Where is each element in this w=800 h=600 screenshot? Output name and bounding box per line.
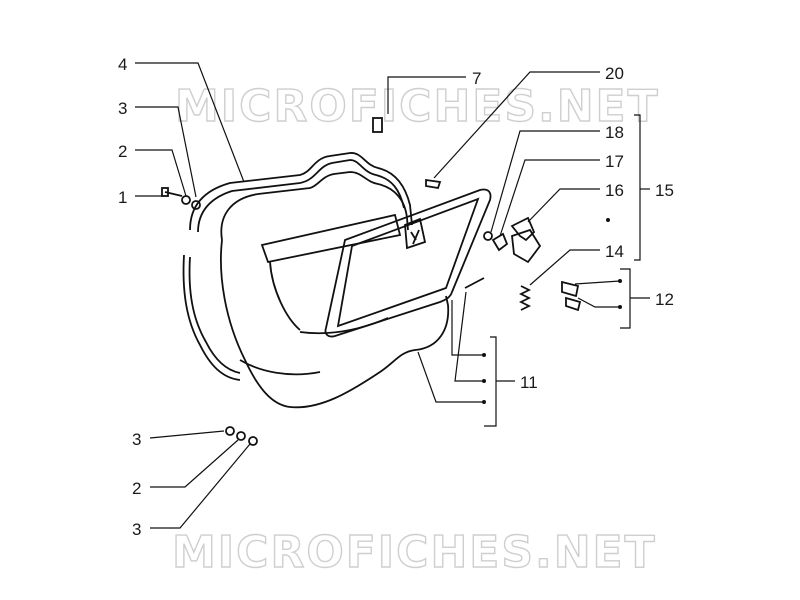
callout-11: 11 (520, 373, 538, 392)
screw-1 (161, 187, 183, 197)
clip-7 (372, 117, 383, 133)
callout-3-lower: 3 (132, 430, 141, 449)
callout-12: 12 (655, 290, 674, 309)
key-top (561, 280, 580, 298)
callout-2-lower: 2 (132, 479, 141, 498)
callout-2-top: 2 (118, 142, 127, 161)
washer-2-top (181, 195, 191, 205)
washer-2-lower (236, 431, 246, 441)
leader-lines (135, 62, 650, 529)
watermark-bottom: MICROFICHES.NET (172, 527, 657, 578)
catch-20 (425, 178, 442, 190)
key-bottom (565, 296, 582, 312)
callout-14: 14 (605, 242, 624, 261)
callout-18: 18 (605, 123, 624, 142)
bracket-16 (510, 216, 536, 242)
nut-3-bottom (248, 436, 258, 446)
callout-20: 20 (605, 64, 624, 83)
nut-3-top (191, 200, 201, 210)
glovebox-lid (324, 188, 492, 338)
ring-18 (483, 231, 493, 241)
callout-15: 15 (655, 181, 674, 200)
spring-14 (518, 285, 532, 311)
callout-3-bottom: 3 (132, 520, 141, 539)
glovebox-body (220, 171, 450, 409)
callout-1: 1 (118, 188, 127, 207)
callout-3-top: 3 (118, 99, 127, 118)
latch-17 (491, 232, 509, 252)
seal-gasket (182, 152, 413, 381)
lock-body-15 (511, 228, 542, 264)
watermark-top: MICROFICHES.NET (175, 81, 660, 132)
nut-3-lower (225, 426, 235, 436)
callout-7: 7 (472, 69, 481, 88)
callout-17: 17 (605, 152, 624, 171)
callout-16: 16 (605, 181, 624, 200)
bracket-dots (482, 218, 622, 404)
callout-4: 4 (118, 55, 127, 74)
pin-11 (464, 277, 485, 289)
